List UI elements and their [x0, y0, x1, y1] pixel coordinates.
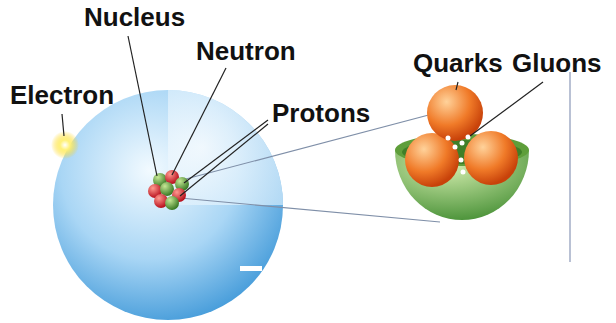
leader-line [180, 124, 268, 196]
leader-line [184, 120, 268, 183]
part-label: Neutron [196, 36, 296, 66]
quark-ball [405, 133, 459, 187]
leader-line [128, 36, 157, 176]
nucleus-cluster [148, 170, 189, 210]
quark-ball [464, 131, 518, 185]
leader-lines [62, 36, 543, 196]
leader-line [62, 114, 64, 136]
part-label: Nucleus [84, 2, 185, 32]
neutron-ball [165, 196, 179, 210]
leader-line [470, 82, 543, 136]
part-label: Protons [272, 98, 370, 128]
electron-glow [51, 131, 79, 159]
divider-line [569, 72, 570, 262]
part-label: Electron [10, 80, 114, 110]
part-label: Gluons [512, 48, 602, 78]
part-label: Quarks [413, 48, 503, 78]
zoom-line [180, 198, 440, 222]
atom-sphere [53, 90, 283, 320]
neutron-ball [160, 182, 174, 196]
gluon-dots [446, 135, 471, 175]
leader-line [456, 82, 458, 90]
highlight [240, 266, 262, 271]
leader-line [172, 68, 226, 175]
